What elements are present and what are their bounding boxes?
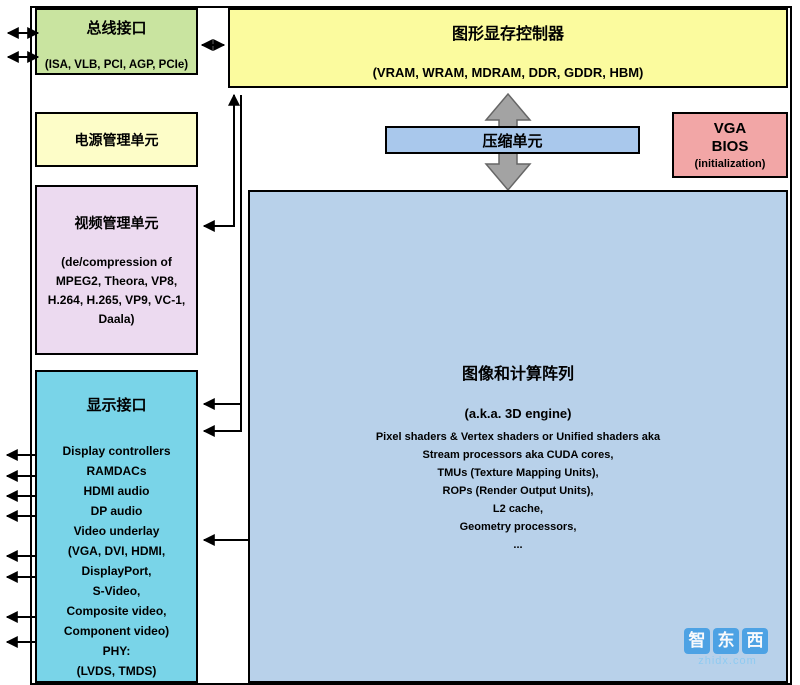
compression-unit-title: 压缩单元 <box>482 132 543 150</box>
bus-interface-title: 总线接口 <box>86 20 147 37</box>
vga-bios-line2: BIOS <box>711 138 749 155</box>
display-interface-line: Display controllers <box>62 444 171 458</box>
display-interface-line: PHY: <box>102 644 131 658</box>
memory-controller-box: 图形显存控制器 (VRAM, WRAM, MDRAM, DDR, GDDR, H… <box>228 8 788 88</box>
compute-array-line: ROPs (Render Output Units), <box>442 485 594 497</box>
video-unit-line: MPEG2, Theora, VP8, <box>55 274 178 288</box>
display-interface-title: 显示接口 <box>86 397 147 414</box>
display-interface-details: Display controllers RAMDACs HDMI audio D… <box>37 441 196 681</box>
vga-bios-line1: VGA <box>713 120 747 137</box>
power-management-title: 电源管理单元 <box>74 131 159 148</box>
watermark-logo: 智 东 西 <box>684 628 771 654</box>
display-interface-line: DisplayPort, <box>81 564 152 578</box>
compute-array-subtitle: (a.k.a. 3D engine) <box>464 406 572 421</box>
display-interface-line: (VGA, DVI, HDMI, <box>67 544 166 558</box>
compute-array-line: Pixel shaders & Vertex shaders or Unifie… <box>375 431 661 443</box>
vga-bios-box: VGA BIOS (initialization) <box>672 112 788 178</box>
display-interface-line: RAMDACs <box>86 464 147 478</box>
compute-array-line: Geometry processors, <box>459 521 577 533</box>
video-unit-details: (de/compression of MPEG2, Theora, VP8, H… <box>37 253 196 329</box>
video-unit-line: (de/compression of <box>61 255 172 269</box>
compute-array-line: Stream processors aka CUDA cores, <box>422 449 614 461</box>
bus-interface-subtitle: (ISA, VLB, PCI, AGP, PCIe) <box>44 59 189 71</box>
memory-controller-subtitle: (VRAM, WRAM, MDRAM, DDR, GDDR, HBM) <box>372 65 644 80</box>
bus-interface-box: 总线接口 (ISA, VLB, PCI, AGP, PCIe) <box>35 8 198 75</box>
compute-array-box: 图像和计算阵列 (a.k.a. 3D engine) Pixel shaders… <box>248 190 788 683</box>
display-interface-line: HDMI audio <box>83 484 150 498</box>
vga-bios-line3: (initialization) <box>694 158 766 170</box>
watermark-char: 西 <box>742 628 768 654</box>
watermark-char: 东 <box>713 628 739 654</box>
display-interface-line: DP audio <box>90 504 143 518</box>
video-unit-line: H.264, H.265, VP9, VC-1, <box>47 293 186 307</box>
video-unit-box: 视频管理单元 (de/compression of MPEG2, Theora,… <box>35 185 198 355</box>
watermark-zhidx: 智 东 西 zhidx.com <box>684 628 771 667</box>
display-interface-box: 显示接口 Display controllers RAMDACs HDMI au… <box>35 370 198 683</box>
power-management-box: 电源管理单元 <box>35 112 198 167</box>
compute-array-title: 图像和计算阵列 <box>461 366 574 383</box>
memory-controller-title: 图形显存控制器 <box>451 26 564 43</box>
display-interface-line: Video underlay <box>73 524 160 538</box>
watermark-char: 智 <box>684 628 710 654</box>
compute-array-details: Pixel shaders & Vertex shaders or Unifie… <box>250 428 786 554</box>
display-interface-line: Composite video, <box>66 604 167 618</box>
display-interface-line: (LVDS, TMDS) <box>76 664 157 678</box>
gpu-chip-boundary <box>30 6 792 685</box>
video-unit-line: Daala) <box>98 312 135 326</box>
compute-array-line: L2 cache, <box>492 503 544 515</box>
display-interface-line: Component video) <box>63 624 170 638</box>
watermark-domain: zhidx.com <box>698 655 757 667</box>
compute-array-line: ... <box>513 539 523 551</box>
display-interface-line: S-Video, <box>92 584 141 598</box>
compute-array-line: TMUs (Texture Mapping Units), <box>437 467 599 479</box>
compression-unit-box: 压缩单元 <box>385 126 640 154</box>
video-unit-title: 视频管理单元 <box>74 215 159 231</box>
